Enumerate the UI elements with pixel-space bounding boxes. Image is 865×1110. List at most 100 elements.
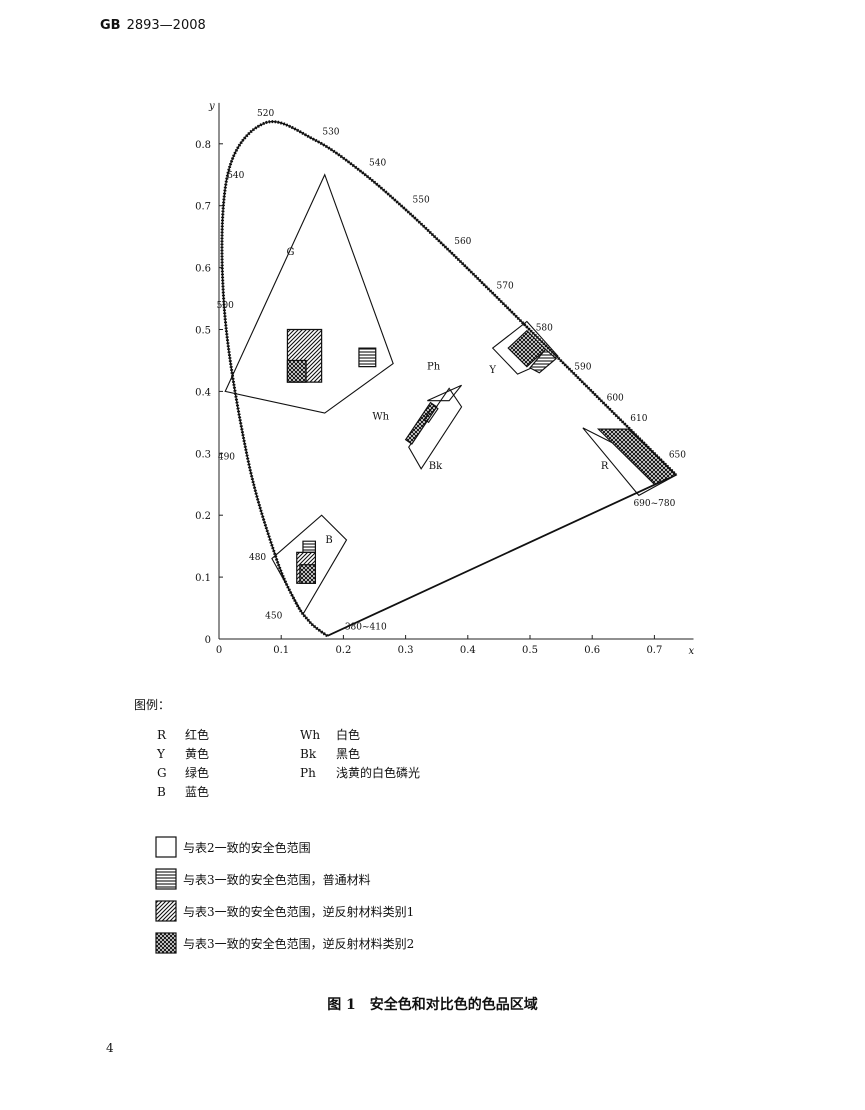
hlines-swatch-icon	[155, 868, 177, 890]
abbreviation-meaning: 蓝色	[185, 785, 210, 799]
x-tick-label: 0.4	[460, 645, 476, 656]
legend-title: 图例：	[134, 698, 171, 712]
standard-prefix: GB	[100, 18, 121, 33]
region-label: Wh	[372, 411, 389, 422]
diagonal-swatch-icon	[155, 900, 177, 922]
region-y-outline	[491, 320, 559, 375]
y-tick-label: 0.1	[195, 573, 211, 584]
fill-legend-item: 与表3一致的安全色范围，普通材料	[155, 868, 414, 890]
region-r-crosshatch	[596, 428, 678, 485]
abbreviation-item: Ph 浅黄的白色磷光	[300, 764, 420, 783]
abbreviation-item: Y 黄色	[157, 745, 209, 764]
abbreviation-meaning: 黑色	[336, 747, 361, 761]
region-label: G	[287, 247, 295, 258]
chart-labels: 520 530 540 540 550 560 570 580 590 600 610 650 690~…	[217, 109, 687, 633]
y-tick-label: 0.6	[195, 264, 211, 275]
region-g-hlines	[358, 347, 377, 368]
fill-legend-item: 与表2一致的安全色范围	[155, 836, 414, 858]
wavelength-label: 540	[369, 158, 386, 168]
abbreviation-list-left: R 红色 Y 黄色 G 绿色 B 蓝色	[157, 726, 209, 802]
fill-legend-label: 与表2一致的安全色范围	[183, 840, 311, 855]
y-tick-label: 0	[205, 635, 211, 646]
abbreviation-list-right: Wh 白色 Bk 黑色 Ph 浅黄的白色磷光	[300, 726, 420, 783]
abbreviation-meaning: 绿色	[185, 766, 210, 780]
x-tick-label: 0.5	[522, 645, 538, 656]
region-b-hlines	[302, 540, 317, 553]
wavelength-label: 550	[413, 196, 430, 206]
purple-line	[326, 473, 677, 637]
x-tick-label: 0.7	[646, 645, 662, 656]
abbreviation-meaning: 浅黄的白色磷光	[336, 766, 421, 780]
abbreviation-code: B	[157, 785, 166, 799]
abbreviation-code: Bk	[300, 747, 317, 761]
y-tick-label: 0.2	[195, 511, 211, 522]
figure-caption: 图 1 安全色和对比色的色品区域	[327, 997, 538, 1013]
wavelength-label: 500	[217, 301, 234, 311]
fill-legend-label: 与表3一致的安全色范围，逆反射材料类别1	[183, 904, 415, 919]
color-regions	[224, 173, 678, 616]
abbreviation-item: G 绿色	[157, 764, 209, 783]
x-tick-label: 0	[216, 645, 222, 656]
region-label: R	[601, 461, 609, 472]
wavelength-label: 590	[574, 363, 591, 373]
abbreviation-item: Wh 白色	[300, 726, 420, 745]
wavelength-label: 450	[265, 612, 282, 622]
fill-legend-item: 与表3一致的安全色范围，逆反射材料类别2	[155, 932, 414, 954]
standard-number: 2893—2008	[126, 18, 206, 33]
fill-legend-label: 与表3一致的安全色范围，普通材料	[183, 872, 371, 887]
region-y-hlines	[529, 348, 558, 374]
wavelength-label: 530	[322, 128, 339, 138]
fill-legend-label: 与表3一致的安全色范围，逆反射材料类别2	[183, 936, 415, 951]
y-tick-label: 0.4	[195, 387, 211, 398]
abbreviation-item: B 蓝色	[157, 783, 209, 802]
region-label: Ph	[427, 362, 441, 373]
x-axis-label: x	[689, 646, 695, 657]
abbreviation-code: R	[157, 728, 167, 742]
region-ph-outline	[427, 384, 463, 402]
wavelength-label: 610	[630, 414, 647, 424]
document-header: GB 2893—2008	[100, 18, 206, 33]
wavelength-label: 690~780	[633, 499, 675, 509]
wavelength-label: 580	[536, 324, 553, 334]
abbreviation-code: Wh	[300, 728, 321, 742]
outline-swatch-icon	[155, 836, 177, 858]
x-tick-label: 0.2	[335, 645, 351, 656]
abbreviation-code: G	[157, 766, 167, 780]
wavelength-label: 490	[218, 452, 235, 462]
page-number: 4	[106, 1041, 114, 1055]
y-tick-label: 0.5	[195, 326, 211, 337]
fill-legend-item: 与表3一致的安全色范围，逆反射材料类别1	[155, 900, 414, 922]
fill-pattern-legend: 与表2一致的安全色范围 与表3一致的安全色范围，普通材料 与表3一致的安全色范围…	[155, 836, 414, 964]
chromaticity-diagram: 0 0.1 0.2 0.3 0.4 0.5 0.6 0.7 0 0.1 0.2 0.3 0.4 0.5 0.…	[195, 101, 694, 657]
wavelength-label: 570	[497, 282, 514, 292]
abbreviation-code: Ph	[300, 766, 316, 780]
y-axis-label: y	[208, 101, 215, 112]
x-tick-label: 0.6	[584, 645, 600, 656]
wavelength-label: 540	[227, 171, 244, 181]
wavelength-label: 480	[249, 553, 266, 563]
y-tick-label: 0.8	[195, 140, 211, 151]
wavelength-label: 600	[607, 394, 624, 404]
y-tick-label: 0.7	[195, 202, 211, 213]
abbreviation-meaning: 红色	[185, 728, 210, 742]
region-label: B	[325, 535, 332, 546]
wavelength-label: 560	[454, 237, 471, 247]
x-tick-label: 0.1	[273, 645, 289, 656]
region-label: Bk	[429, 461, 443, 472]
region-wh-outline	[423, 404, 439, 424]
crosshatch-swatch-icon	[155, 932, 177, 954]
abbreviation-item: Bk 黑色	[300, 745, 420, 764]
region-b-crosshatch	[299, 564, 317, 584]
y-tick-label: 0.3	[195, 449, 211, 460]
wavelength-label: 650	[669, 451, 686, 461]
axes: 0 0.1 0.2 0.3 0.4 0.5 0.6 0.7 0 0.1 0.2 0.3 0.4 0.5 0.…	[195, 101, 694, 657]
region-g-outline	[224, 173, 394, 414]
region-b-outline	[271, 514, 348, 616]
abbreviation-meaning: 白色	[336, 728, 361, 742]
abbreviation-code: Y	[157, 747, 165, 761]
wavelength-label: 380~410	[345, 623, 387, 633]
abbreviation-meaning: 黄色	[185, 747, 210, 761]
wavelength-label: 520	[257, 109, 274, 119]
abbreviation-item: R 红色	[157, 726, 209, 745]
x-tick-label: 0.3	[398, 645, 414, 656]
